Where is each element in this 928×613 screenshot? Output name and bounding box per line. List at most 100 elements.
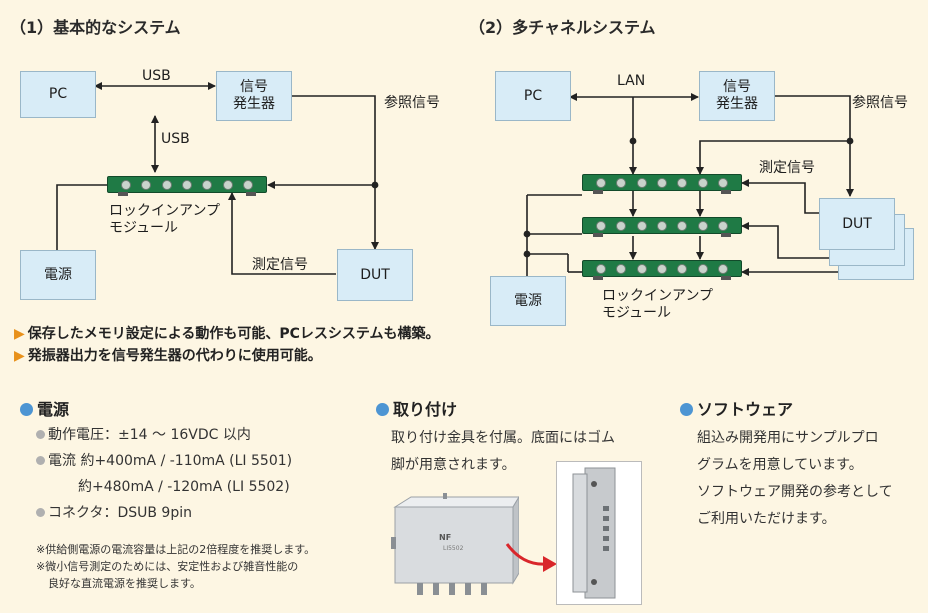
power-note-2: ※微小信号測定のためには、安定性および雑音性能の <box>36 560 299 573</box>
software-text-3: ソフトウェア開発の参考として <box>697 484 893 500</box>
lan-label: LAN <box>617 73 646 89</box>
power-supply-box: 電源 <box>20 250 96 300</box>
dut-box-front: DUT <box>819 198 895 250</box>
spec-current-2: 約+480mA / -120mA (LI 5502) <box>78 479 290 495</box>
module-foot <box>721 276 731 280</box>
power-notes: ※供給側電源の電流容量は上記の2倍程度を推奨します。 ※微小信号測定のためには、… <box>36 541 315 592</box>
connector-icon <box>697 177 708 188</box>
feature-item: ▶発振器出力を信号発生器の代わりに使用可能。 <box>14 348 322 364</box>
connector-icon <box>656 263 667 274</box>
bullet-dot-icon <box>36 456 45 465</box>
power-note-1: ※供給側電源の電流容量は上記の2倍程度を推奨します。 <box>36 543 316 556</box>
connector-icon <box>596 263 607 274</box>
mount-section-title: 取り付け <box>376 396 457 420</box>
connector-icon <box>636 177 647 188</box>
connector-icon <box>596 177 607 188</box>
usb-label-side: USB <box>161 131 190 147</box>
multi-pc-box: PC <box>495 71 571 121</box>
device-illustration <box>391 493 520 595</box>
connector-icon <box>141 179 152 190</box>
triangle-bullet-icon: ▶ <box>14 326 25 342</box>
section-dot-icon <box>680 403 693 416</box>
module-foot <box>118 192 128 196</box>
software-description: 組込み開発用にサンプルプロ グラムを用意しています。 ソフトウェア開発の参考とし… <box>697 425 893 533</box>
dut-box: DUT <box>337 249 413 301</box>
module-foot <box>721 233 731 237</box>
multi-module-label-line1: ロックインアンプ <box>602 288 714 304</box>
connector-icon <box>161 179 172 190</box>
multi-signal-generator-box: 信号 発生器 <box>699 71 775 121</box>
power-supply-label: 電源 <box>44 266 72 283</box>
lockin-amplifier-module <box>107 176 267 196</box>
section-dot-icon <box>376 403 389 416</box>
multi-power-supply-box: 電源 <box>490 276 566 326</box>
connector-icon <box>616 177 627 188</box>
measurement-signal-label: 測定信号 <box>252 257 308 273</box>
module-label-line2: モジュール <box>109 220 179 236</box>
lockin-module-3 <box>582 260 742 280</box>
module-foot <box>593 276 603 280</box>
signal-generator-label-2: 発生器 <box>233 96 275 112</box>
power-spec-list: 動作電圧：±14 ～ 16VDC 以内 電流 約+400mA / -110mA … <box>36 422 292 526</box>
bullet-dot-icon <box>36 430 45 439</box>
basic-system-title: （1）基本的なシステム <box>10 18 181 37</box>
lockin-module-1 <box>582 174 742 194</box>
multi-power-supply-label: 電源 <box>514 292 542 309</box>
spec-current-1: 電流 約+400mA / -110mA (LI 5501) <box>36 448 292 474</box>
mount-text-2: 脚が用意されます。 <box>391 457 516 473</box>
pc-box: PC <box>20 71 96 118</box>
module-foot <box>246 192 256 196</box>
connector-icon <box>717 263 728 274</box>
red-arrow-icon <box>505 543 557 572</box>
bracket-illustration <box>572 467 616 599</box>
triangle-bullet-icon: ▶ <box>14 348 25 364</box>
connector-icon <box>616 263 627 274</box>
reference-signal-label: 参照信号 <box>384 95 440 111</box>
feature-list: ▶保存したメモリ設定による動作も可能、PCレスシステムも構築。 ▶発振器出力を信… <box>14 323 439 367</box>
module-foot <box>593 190 603 194</box>
power-section-title: 電源 <box>20 396 69 420</box>
connector-icon <box>656 220 667 231</box>
feature-item: ▶保存したメモリ設定による動作も可能、PCレスシステムも構築。 <box>14 326 440 342</box>
connector-icon <box>677 263 688 274</box>
connector-icon <box>717 220 728 231</box>
connector-icon <box>181 179 192 190</box>
multi-measurement-signal-label: 測定信号 <box>759 160 815 176</box>
multi-signal-generator-label-1: 信号 <box>723 79 751 95</box>
connector-icon <box>697 220 708 231</box>
connector-icon <box>202 179 213 190</box>
spec-connector: コネクタ：DSUB 9pin <box>36 500 292 526</box>
connector-icon <box>616 220 627 231</box>
signal-generator-box: 信号 発生器 <box>216 71 292 121</box>
device-model: LI5502 <box>443 545 464 552</box>
module-label-line1: ロックインアンプ <box>109 203 221 219</box>
connector-icon <box>636 263 647 274</box>
multi-dut-label: DUT <box>842 215 872 232</box>
connector-icon <box>656 177 667 188</box>
device-logo: NF <box>439 533 452 542</box>
software-text-4: ご利用いただけます。 <box>697 511 836 527</box>
usb-label-top: USB <box>142 68 171 84</box>
connector-icon <box>677 220 688 231</box>
connector-icon <box>596 220 607 231</box>
software-text-2: グラムを用意しています。 <box>697 457 863 473</box>
connector-icon <box>697 263 708 274</box>
multi-system-title: （2）多チャネルシステム <box>469 18 656 37</box>
multi-signal-generator-label-2: 発生器 <box>716 96 758 112</box>
pc-label: PC <box>48 86 68 102</box>
mount-description: 取り付け金具を付属。底面にはゴム 脚が用意されます。 <box>391 425 615 479</box>
mount-text-1: 取り付け金具を付属。底面にはゴム <box>391 430 615 446</box>
dut-label: DUT <box>360 266 390 283</box>
module-foot <box>593 233 603 237</box>
connector-icon <box>121 179 132 190</box>
connector-icon <box>717 177 728 188</box>
bullet-dot-icon <box>36 508 45 517</box>
device-photo-front: NF LI5502 <box>391 493 520 601</box>
connector-icon <box>222 179 233 190</box>
signal-generator-label-1: 信号 <box>240 79 268 95</box>
multi-reference-signal-label: 参照信号 <box>852 95 908 111</box>
multi-pc-label: PC <box>523 87 543 104</box>
spec-voltage: 動作電圧：±14 ～ 16VDC 以内 <box>36 422 292 448</box>
power-note-3: 良好な直流電源を推奨します。 <box>48 577 201 590</box>
